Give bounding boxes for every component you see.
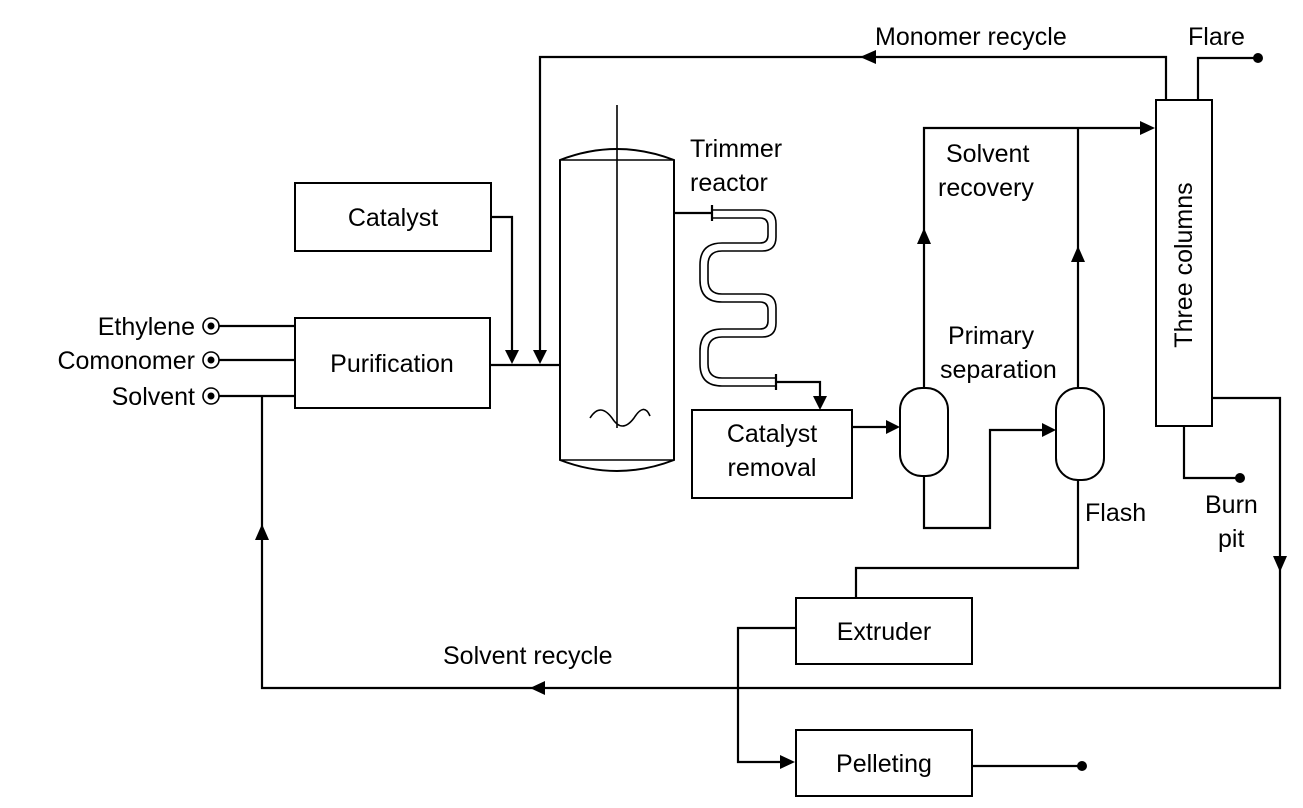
ethylene-label: Ethylene: [98, 313, 195, 341]
pelleting-label: Pelleting: [836, 750, 932, 778]
trimmer-reactor-coil: [674, 205, 827, 410]
three-columns-box: [1155, 99, 1213, 427]
flare-label: Flare: [1188, 23, 1245, 51]
feed-inputs: Ethylene Comonomer Solvent: [57, 313, 295, 411]
monomer-recycle-label: Monomer recycle: [875, 23, 1067, 51]
primary-separation-label-2: separation: [940, 356, 1057, 384]
solvent-recycle-line: [260, 396, 1282, 690]
trimmer-reactor-label-2: reactor: [690, 169, 768, 197]
extruder-box: [795, 597, 973, 665]
comonomer-label: Comonomer: [57, 347, 195, 375]
catalyst-removal-box: [691, 409, 853, 499]
monomer-recycle-line: [538, 55, 1168, 350]
catalyst-label: Catalyst: [348, 204, 438, 232]
catalyst-removal-label-2: removal: [728, 454, 817, 482]
pelleting-box: [795, 729, 973, 797]
solvent-label: Solvent: [112, 383, 195, 411]
main-reactor: [559, 105, 675, 472]
purification-box: [294, 317, 491, 409]
trimmer-reactor-label-1: Trimmer: [690, 135, 782, 163]
primary-separation-label-1: Primary: [948, 322, 1035, 350]
extruder-label: Extruder: [837, 618, 931, 646]
catalyst-box: [294, 182, 492, 252]
primary-separator-vessel: [899, 387, 949, 477]
solvent-recovery-label-2: recovery: [938, 174, 1034, 202]
purification-label: Purification: [330, 350, 454, 378]
flash-vessel: [1055, 387, 1105, 481]
agitator-impeller-icon: [589, 408, 651, 427]
catalyst-removal-label-1: Catalyst: [727, 420, 817, 448]
flash-label: Flash: [1085, 499, 1146, 527]
burn-pit-label-2: pit: [1218, 525, 1244, 553]
three-columns-label: Three columns: [1170, 182, 1198, 347]
burn-pit-label-1: Burn: [1205, 491, 1258, 519]
solvent-recovery-label-1: Solvent: [946, 140, 1029, 168]
solvent-recycle-label: Solvent recycle: [443, 642, 613, 670]
